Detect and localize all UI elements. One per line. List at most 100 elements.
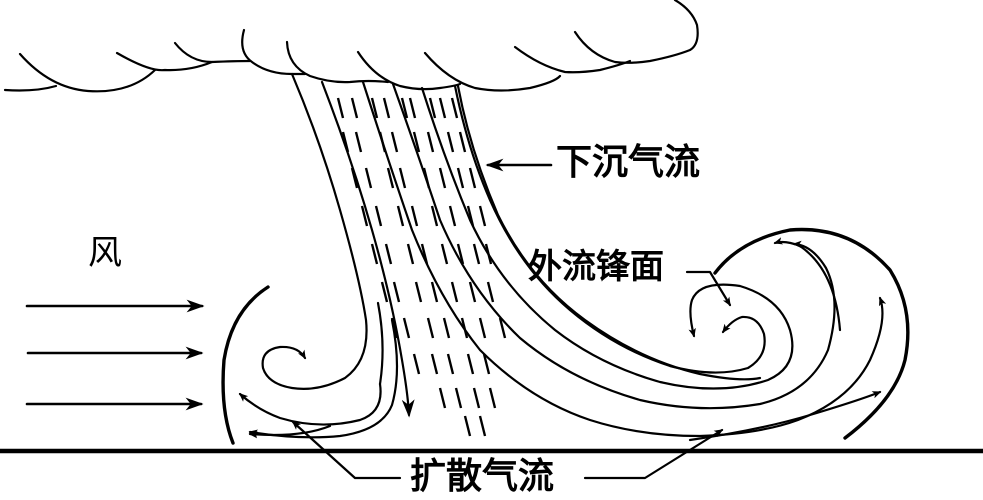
rain-streak <box>456 243 465 265</box>
streamline-right-1 <box>361 80 887 438</box>
rain-streak <box>463 415 472 437</box>
left-ground-arrow <box>248 424 332 439</box>
streamline-right-edge <box>456 84 762 381</box>
rain-streak <box>408 97 417 119</box>
cloud-scallop-5 <box>241 28 307 76</box>
rain-streak <box>472 387 481 409</box>
rain-streak <box>430 205 439 227</box>
rain-streak <box>438 167 447 189</box>
cloud-scallop-8 <box>423 51 562 92</box>
outflow-front-label: 外流锋面 <box>528 247 664 287</box>
rain-streak <box>406 243 415 265</box>
left-gust-front-arc <box>221 285 270 445</box>
rain-streak <box>341 131 350 153</box>
right-gust-front-arc <box>713 227 910 440</box>
rain-streak <box>468 167 477 189</box>
streamline-left-3 <box>248 318 399 439</box>
cloud-scallop-4 <box>173 41 252 64</box>
rain-streak <box>392 281 401 303</box>
rain-streak <box>378 131 387 153</box>
divergent-flow-label: 扩散气流 <box>410 455 555 497</box>
rain-streak <box>466 205 475 227</box>
streamline-left-2-upper <box>376 301 384 386</box>
rain-streak <box>440 243 449 265</box>
rain-streak <box>456 167 465 189</box>
right-ground-arrow <box>688 390 882 442</box>
rain-streak <box>426 131 435 153</box>
rain-streak <box>468 281 477 303</box>
rain-streak <box>442 317 451 339</box>
rain-streak <box>460 317 469 339</box>
rain-streak <box>482 353 491 375</box>
rain-streak <box>364 167 373 189</box>
rain-streak <box>412 353 421 375</box>
rain-streak <box>454 387 463 409</box>
rain-streak <box>488 387 497 409</box>
leader-lines <box>291 158 732 480</box>
streamline-left-2 <box>238 382 382 426</box>
rain-streak <box>350 97 359 119</box>
rain-streak <box>426 317 435 339</box>
rain-streaks <box>336 97 507 437</box>
streamline-right-3 <box>420 86 794 390</box>
rain-streak <box>448 205 457 227</box>
rain-streak <box>350 167 359 189</box>
rain-streak <box>354 131 363 153</box>
cloud-scallop-3 <box>115 51 214 72</box>
rain-streak <box>446 131 455 153</box>
rain-streak <box>466 353 475 375</box>
streamline-left-edge <box>261 72 368 390</box>
rain-streak <box>438 387 447 409</box>
rain-streak <box>428 97 437 119</box>
right-gust-front <box>688 227 910 442</box>
rain-streak <box>472 243 481 265</box>
rain-streak <box>390 131 399 153</box>
rain-streak <box>414 281 423 303</box>
rain-streak <box>370 97 379 119</box>
rain-streak <box>478 415 487 437</box>
streamline-right-4 <box>453 84 766 374</box>
rain-streak <box>360 205 369 227</box>
rain-streak <box>384 243 393 265</box>
rain-streak <box>498 317 507 339</box>
rain-streak <box>382 97 391 119</box>
rain-streak <box>400 97 409 119</box>
rain-streak <box>446 353 455 375</box>
downdraft-label: 下沉气流 <box>556 141 701 183</box>
rain-streak <box>478 317 487 339</box>
rain-streak <box>386 167 395 189</box>
rain-streak <box>398 167 407 189</box>
rain-streak <box>478 205 487 227</box>
rain-streak <box>430 281 439 303</box>
rain-streak <box>458 131 467 153</box>
divergent-leader-right <box>583 428 724 480</box>
rain-streak <box>374 205 383 227</box>
cloud-scallop-7 <box>356 50 462 91</box>
wind-arrows <box>25 299 205 411</box>
rain-streak <box>422 167 431 189</box>
rain-streak <box>336 97 345 119</box>
cloud-scallop-2 <box>18 52 157 93</box>
rain-streak <box>486 281 495 303</box>
cloud-scallop-1 <box>3 84 58 92</box>
rain-streak <box>430 353 439 375</box>
rain-streak <box>450 281 459 303</box>
outflow-front-leader <box>685 270 732 307</box>
wind-label: 风 <box>88 233 122 273</box>
rain-streak <box>402 317 411 339</box>
right-top-curl-arrow <box>773 237 842 332</box>
rain-streak <box>412 131 421 153</box>
cloud-scallop-10 <box>573 0 699 64</box>
rain-streak <box>438 97 447 119</box>
rain-streak <box>370 243 379 265</box>
cloud <box>3 0 699 93</box>
cloud-scallop-6 <box>285 40 390 84</box>
left-gust-front <box>221 285 332 445</box>
rain-streak <box>396 205 405 227</box>
rain-streak <box>390 317 399 339</box>
rain-streak <box>410 205 419 227</box>
rain-streak <box>484 243 493 265</box>
rain-streak <box>380 281 389 303</box>
cloud-scallop-9 <box>513 45 632 74</box>
